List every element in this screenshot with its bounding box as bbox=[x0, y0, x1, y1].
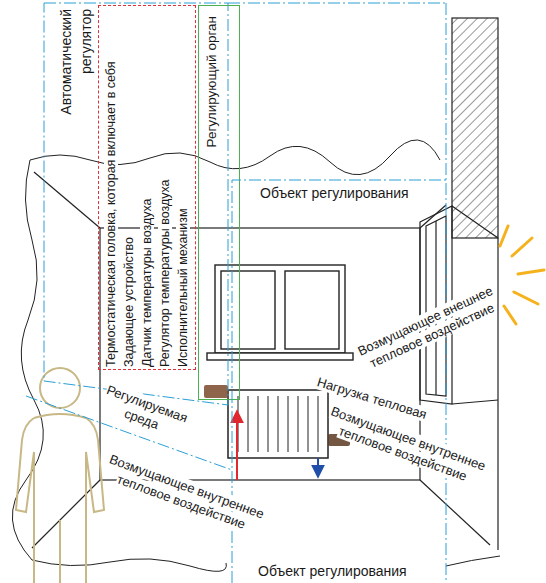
radiator-fin bbox=[308, 396, 309, 452]
region-boundary-line bbox=[446, 3, 447, 180]
person-body bbox=[16, 418, 34, 583]
side-window-reveal bbox=[452, 400, 498, 404]
radiator-fin bbox=[288, 396, 289, 452]
wall-edge bbox=[497, 238, 498, 550]
side-window-reveal bbox=[452, 206, 498, 238]
window-pane bbox=[285, 271, 339, 349]
node-text: Объект регулирования bbox=[258, 563, 407, 579]
annotation-text: Возмущающее внутреннее тепловое воздейст… bbox=[107, 452, 266, 532]
floor-edge bbox=[420, 480, 490, 545]
region-box: Регулирующий орган bbox=[198, 5, 240, 400]
window bbox=[207, 265, 353, 360]
window-pane bbox=[221, 271, 275, 349]
sun-ray bbox=[514, 292, 538, 304]
text-line: Автоматический регулятор bbox=[56, 9, 96, 141]
text-line: Объект регулирования bbox=[260, 185, 409, 201]
supply-pipe bbox=[236, 412, 238, 480]
window-frame bbox=[215, 265, 345, 353]
radiator-fin bbox=[318, 396, 319, 452]
vertical-text-column: Термостатическая головка, которая включа… bbox=[102, 10, 194, 367]
floor-edge bbox=[32, 480, 100, 548]
wall-section bbox=[452, 18, 498, 238]
sun-ray bbox=[518, 270, 544, 274]
text-line: Датчик температуры воздуха bbox=[138, 10, 156, 367]
radiator bbox=[228, 390, 328, 458]
annotation-text: Регулируемая среда bbox=[105, 382, 190, 432]
text-line: Регулятор температуры воздуха bbox=[156, 10, 174, 367]
cut-edge-bottom bbox=[32, 559, 226, 572]
node-text: Термостатическая головка, которая включа… bbox=[104, 61, 118, 367]
text-line: Регулирующий орган bbox=[202, 16, 222, 181]
text-line: Объект регулирования bbox=[258, 563, 407, 579]
radiator-fin bbox=[298, 396, 299, 452]
text-line: Задающее устройство bbox=[120, 10, 138, 367]
thermostatic-valve bbox=[204, 385, 228, 398]
annotation-block: Регулируемая среда bbox=[87, 378, 201, 446]
person-head bbox=[40, 368, 80, 408]
return-pipe bbox=[317, 458, 319, 476]
sun-ray bbox=[512, 238, 532, 256]
region-boundary-line bbox=[228, 3, 446, 4]
room-walls bbox=[32, 172, 490, 548]
region-outline-path bbox=[232, 180, 446, 583]
radiator-fin bbox=[248, 396, 249, 452]
person-legs bbox=[59, 520, 61, 583]
sun-rays bbox=[500, 226, 544, 324]
node-text: Задающее устройство bbox=[122, 237, 136, 367]
annotation-block: Возмущающее внутреннее тепловое воздейст… bbox=[89, 447, 278, 542]
node-text: Объект регулирования bbox=[260, 185, 409, 201]
vertical-text-column: Регулирующий орган bbox=[202, 16, 222, 181]
annotation-block: Возмущающее внешнее тепловое воздействие bbox=[345, 278, 513, 379]
node-text: Исполнительный механизм bbox=[176, 208, 190, 367]
radiator-fins bbox=[238, 396, 318, 452]
text-line: Исполнительный механизм bbox=[174, 10, 192, 367]
cut-edge-bottom bbox=[446, 556, 500, 566]
text-line: Термостатическая головка, которая включа… bbox=[102, 10, 120, 367]
radiator-fin bbox=[278, 396, 279, 452]
node-text: Датчик температуры воздуха bbox=[140, 198, 154, 367]
radiator-fin bbox=[258, 396, 259, 452]
region-outline-path bbox=[44, 3, 228, 405]
ceiling-edge bbox=[420, 205, 446, 228]
node-text: Автоматический регулятор bbox=[58, 9, 94, 115]
region-box: Термостатическая головка, которая включа… bbox=[98, 5, 196, 370]
ceiling-edge bbox=[34, 172, 100, 228]
sun-ray bbox=[500, 226, 508, 246]
node-text: Регулирующий орган bbox=[204, 16, 219, 148]
radiator-fin bbox=[268, 396, 269, 452]
window-sill bbox=[207, 353, 353, 360]
region-box: Автоматический регулятор Термостатическая… bbox=[44, 3, 228, 405]
region-boundary bbox=[26, 3, 446, 470]
person bbox=[16, 368, 104, 583]
cut-edge-top bbox=[30, 140, 440, 175]
person-body bbox=[34, 414, 104, 583]
vertical-text-column: Автоматический регулятор bbox=[56, 9, 96, 141]
node-text: Регулятор температуры воздуха bbox=[158, 179, 172, 367]
sun-ray bbox=[504, 306, 516, 324]
